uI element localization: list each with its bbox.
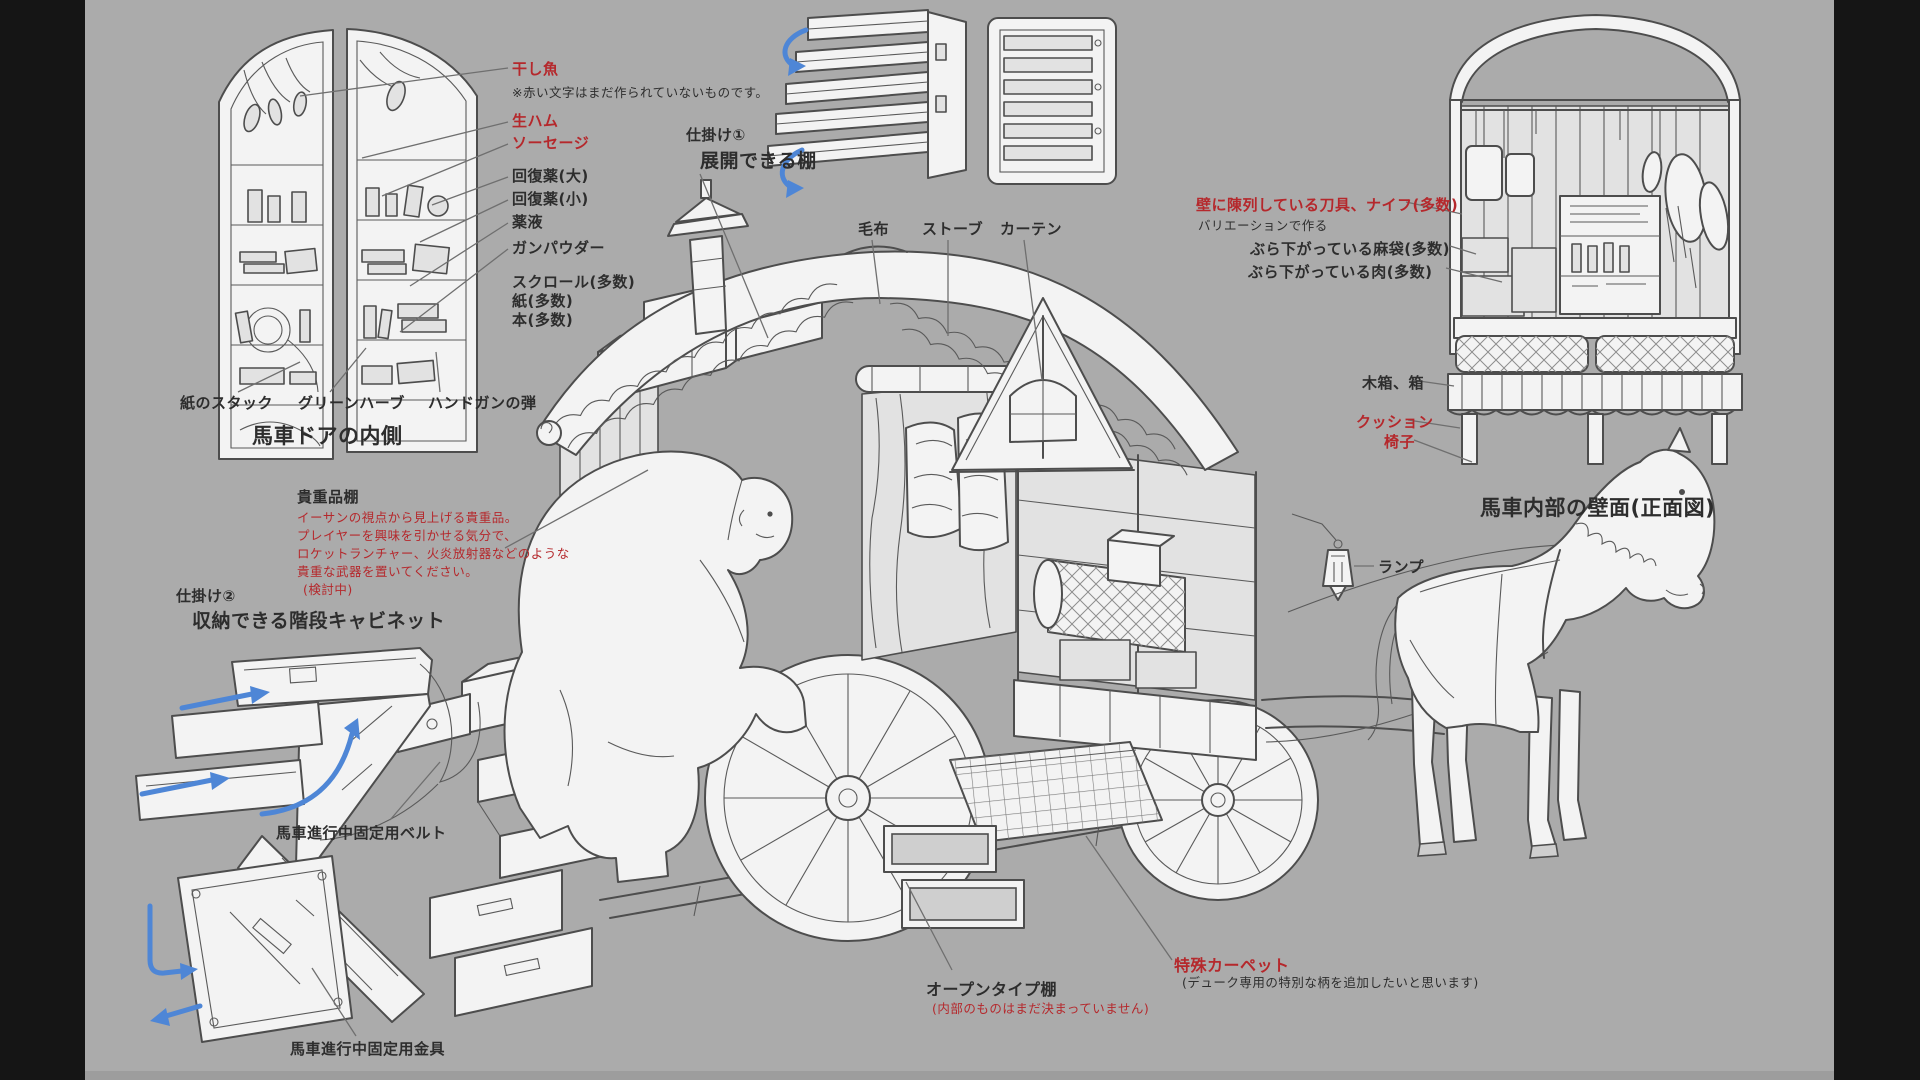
label-scrolls: スクロール(多数) (512, 273, 636, 291)
label-potion-large: 回復薬(大) (512, 167, 589, 185)
label-curtain: カーテン (1000, 220, 1063, 238)
valuables-note-line2: プレイヤーを興味を引かせる気分で、 (297, 528, 518, 543)
label-sausage: ソーセージ (512, 134, 590, 152)
tag-mechanism-1: 仕掛け① (686, 126, 746, 144)
note-special-carpet: (デューク専用の特別な柄を追加したいと思います) (1182, 975, 1479, 990)
title-wall-section: 馬車内部の壁面(正面図) (1480, 496, 1716, 520)
left-black-bar (0, 0, 85, 1080)
title-stair-cabinet: 収納できる階段キャビネット (192, 610, 446, 632)
label-fixing-belt: 馬車進行中固定用ベルト (276, 824, 447, 842)
title-expandable-shelf: 展開できる棚 (700, 150, 817, 172)
label-potion-small: 回復薬(小) (512, 190, 589, 208)
label-hanging-bags: ぶら下がっている麻袋(多数) (1250, 240, 1450, 258)
title-special-carpet: 特殊カーペット (1174, 956, 1290, 975)
label-knives-variation: バリエーションで作る (1198, 218, 1328, 233)
valuables-note-line4: 貴重な武器を置いてください。 (297, 564, 479, 579)
note-open-shelf: (内部のものはまだ決まっていません) (932, 1001, 1150, 1016)
tag-mechanism-2: 仕掛け② (176, 587, 236, 605)
lamp (1291, 513, 1354, 601)
title-open-shelf: オープンタイプ棚 (926, 980, 1058, 999)
valuables-note-line5: (検討中) (303, 582, 353, 597)
open-shelf (883, 825, 1025, 929)
bottom-edge-strip (85, 1071, 1834, 1080)
label-green-herb: グリーンハーブ (298, 394, 405, 412)
gable (949, 297, 1135, 473)
interior-wall-drawing (1447, 14, 1743, 465)
label-gunpowder: ガンパウダー (512, 239, 606, 257)
horse-drawing (1367, 427, 1716, 859)
label-cushion: クッション (1356, 413, 1434, 431)
title-valuables-shelf: 貴重品棚 (297, 488, 360, 506)
folded-shelf-drawing (987, 17, 1117, 185)
label-wooden-boxes: 木箱、箱 (1362, 374, 1425, 392)
label-fixing-bracket: 馬車進行中固定用金具 (290, 1040, 446, 1058)
label-dried-fish: 干し魚 (512, 60, 559, 78)
label-books: 本(多数) (512, 311, 574, 329)
giant-figure-drawing (503, 450, 807, 883)
label-chair: 椅子 (1384, 433, 1416, 451)
chimney (667, 179, 749, 335)
label-hanging-meat: ぶら下がっている肉(多数) (1248, 263, 1433, 281)
expandable-shelf-drawing (767, 9, 967, 198)
right-black-bar (1834, 0, 1920, 1080)
title-door-interior: 馬車ドアの内側 (252, 424, 403, 448)
label-lamp: ランプ (1378, 558, 1425, 576)
label-paper-stack: 紙のスタック (180, 394, 274, 412)
door-interior-drawing (218, 28, 478, 460)
label-raw-ham: 生ハム (512, 112, 559, 130)
stair-mechanism-folded (147, 855, 353, 1043)
label-paper: 紙(多数) (512, 292, 574, 310)
leader-lines (237, 67, 1503, 1037)
label-medicine: 薬液 (512, 213, 544, 231)
note-red-text-meaning: ※赤い文字はまだ作られていないものです。 (512, 85, 769, 100)
valuables-note-line3: ロケットランチャー、火炎放射器などのような (297, 546, 570, 561)
label-handgun-ammo: ハンドガンの弾 (428, 394, 537, 412)
label-wall-knives: 壁に陳列している刀具、ナイフ(多数) (1196, 196, 1459, 214)
label-stove: ストーブ (922, 220, 984, 238)
valuables-note-line1: イーサンの視点から見上げる貴重品。 (297, 510, 518, 525)
label-blanket: 毛布 (858, 220, 890, 238)
